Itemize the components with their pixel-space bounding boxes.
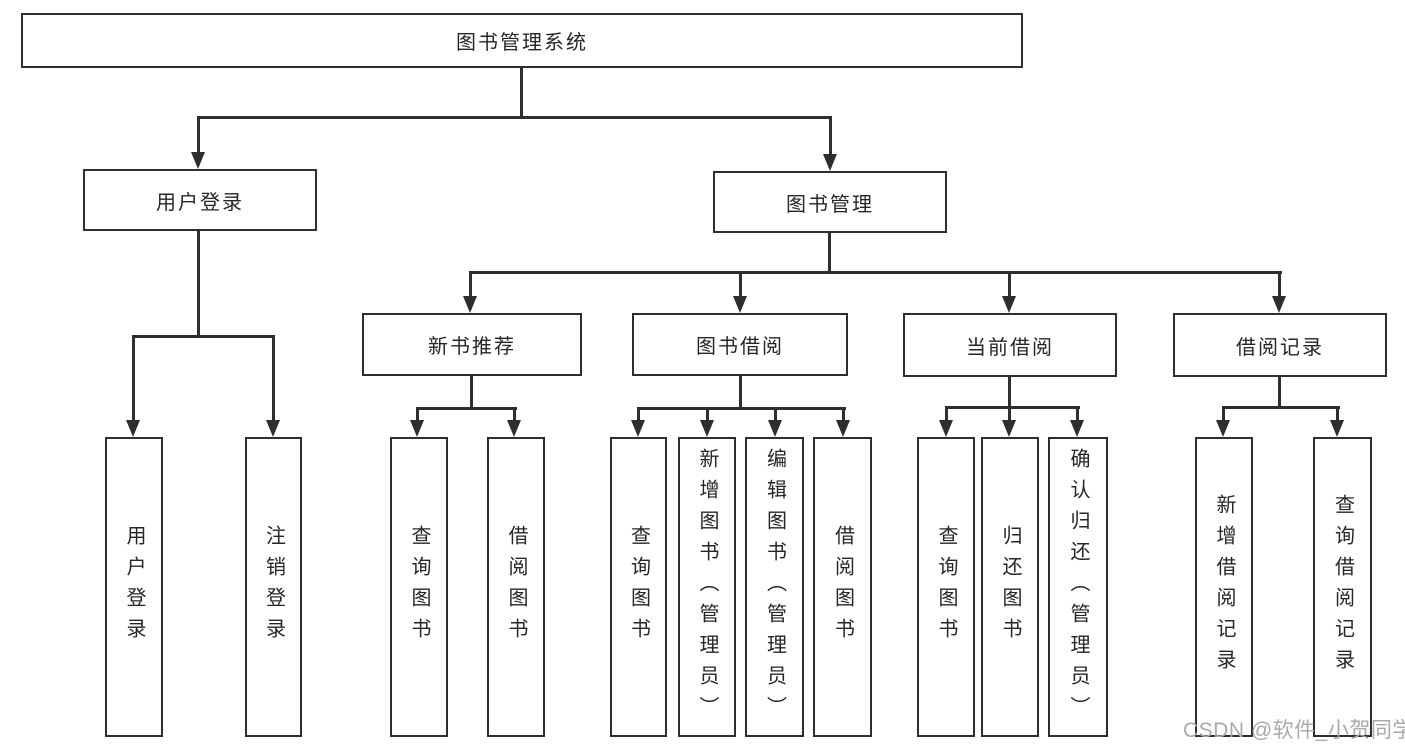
leaf-label: 借阅图书 <box>831 525 854 649</box>
connector-line <box>739 271 742 298</box>
leaf-add-borrow-record: 新增借阅记录 <box>1195 437 1253 737</box>
leaf-label: 借阅图书 <box>505 525 527 649</box>
leaf-query-books-recommend: 查询图书 <box>390 437 448 737</box>
connector-line <box>774 407 777 423</box>
connector-line <box>945 406 1080 409</box>
leaf-query-books-borrowing: 查询图书 <box>610 437 667 737</box>
node-label: 图书借阅 <box>696 336 784 358</box>
connector-line <box>706 407 709 423</box>
connector-line <box>1222 406 1340 409</box>
node-label: 当前借阅 <box>966 336 1054 359</box>
connector-line <box>1278 271 1281 298</box>
arrowhead-down-icon <box>823 154 837 171</box>
arrowhead-down-icon <box>1070 420 1084 437</box>
arrowhead-down-icon <box>768 420 782 437</box>
connector-line <box>416 407 419 423</box>
connector-line <box>132 335 275 338</box>
node-root-system: 图书管理系统 <box>21 13 1023 68</box>
connector-line <box>1008 271 1011 298</box>
arrowhead-down-icon <box>1002 296 1016 313</box>
leaf-label: 查询图书 <box>408 525 430 649</box>
leaf-borrow-books-recommend: 借阅图书 <box>487 437 545 737</box>
arrowhead-down-icon <box>191 152 205 169</box>
arrowhead-down-icon <box>1002 420 1016 437</box>
connector-line <box>637 407 640 423</box>
arrowhead-down-icon <box>126 420 140 437</box>
connector-line <box>469 271 1282 274</box>
connector-line <box>739 376 742 410</box>
arrowhead-down-icon <box>266 420 280 437</box>
arrowhead-down-icon <box>1272 296 1286 313</box>
connector-line <box>829 116 832 155</box>
leaf-add-books-admin: 新增图书（管理员） <box>678 437 736 737</box>
leaf-label: 查询图书 <box>627 525 650 649</box>
leaf-borrow-books: 借阅图书 <box>813 437 872 737</box>
leaf-label: 编辑图书（管理员） <box>763 447 786 727</box>
leaf-label: 新增借阅记录 <box>1213 494 1235 680</box>
node-book-borrowing: 图书借阅 <box>632 313 848 376</box>
connector-line <box>637 407 846 410</box>
node-borrowing-records: 借阅记录 <box>1173 313 1387 377</box>
connector-line <box>1336 406 1339 423</box>
node-label: 图书管理 <box>786 193 874 216</box>
connector-line <box>513 407 516 423</box>
leaf-label: 用户登录 <box>123 525 145 649</box>
connector-line <box>945 406 948 423</box>
leaf-query-books-current: 查询图书 <box>917 437 975 737</box>
node-book-management: 图书管理 <box>713 171 947 233</box>
csdn-watermark: CSDN @软件_小贺同学 <box>1183 719 1405 742</box>
connector-line <box>132 335 135 421</box>
leaf-label: 新增图书（管理员） <box>696 447 718 727</box>
leaf-confirm-return-admin: 确认归还（管理员） <box>1048 437 1108 737</box>
arrowhead-down-icon <box>631 420 645 437</box>
connector-line <box>842 407 845 423</box>
node-new-book-recommendation: 新书推荐 <box>362 313 582 376</box>
connector-line <box>197 116 832 119</box>
arrowhead-down-icon <box>1216 420 1230 437</box>
connector-line <box>197 116 200 153</box>
leaf-query-borrow-record: 查询借阅记录 <box>1313 437 1372 737</box>
arrowhead-down-icon <box>733 296 747 313</box>
leaf-label: 查询图书 <box>935 525 957 649</box>
leaf-user-login: 用户登录 <box>105 437 163 737</box>
arrowhead-down-icon <box>463 296 477 313</box>
connector-line <box>197 231 200 338</box>
connector-line <box>1222 406 1225 423</box>
leaf-label: 归还图书 <box>999 525 1021 649</box>
connector-line <box>470 376 473 410</box>
leaf-label: 确认归还（管理员） <box>1067 447 1089 727</box>
arrowhead-down-icon <box>939 420 953 437</box>
connector-line <box>469 271 472 298</box>
connector-line <box>1008 377 1011 409</box>
leaf-return-books: 归还图书 <box>981 437 1039 737</box>
node-current-borrowing: 当前借阅 <box>903 313 1117 377</box>
connector-line <box>1076 406 1079 423</box>
leaf-label: 注销登录 <box>262 525 285 649</box>
connector-line <box>828 233 831 274</box>
connector-line <box>416 407 517 410</box>
arrowhead-down-icon <box>836 420 850 437</box>
connector-line <box>1278 377 1281 409</box>
leaf-label: 查询借阅记录 <box>1331 494 1354 680</box>
connector-line <box>1008 406 1011 423</box>
node-label: 用户登录 <box>156 191 244 214</box>
node-label: 新书推荐 <box>428 336 516 358</box>
arrowhead-down-icon <box>507 420 521 437</box>
arrowhead-down-icon <box>1330 420 1344 437</box>
leaf-logout: 注销登录 <box>245 437 302 737</box>
node-label: 借阅记录 <box>1236 336 1324 359</box>
connector-line <box>520 68 523 119</box>
arrowhead-down-icon <box>410 420 424 437</box>
connector-line <box>272 335 275 421</box>
node-label: 图书管理系统 <box>456 32 588 54</box>
node-user-login: 用户登录 <box>83 169 317 231</box>
arrowhead-down-icon <box>700 420 714 437</box>
leaf-edit-books-admin: 编辑图书（管理员） <box>745 437 804 737</box>
